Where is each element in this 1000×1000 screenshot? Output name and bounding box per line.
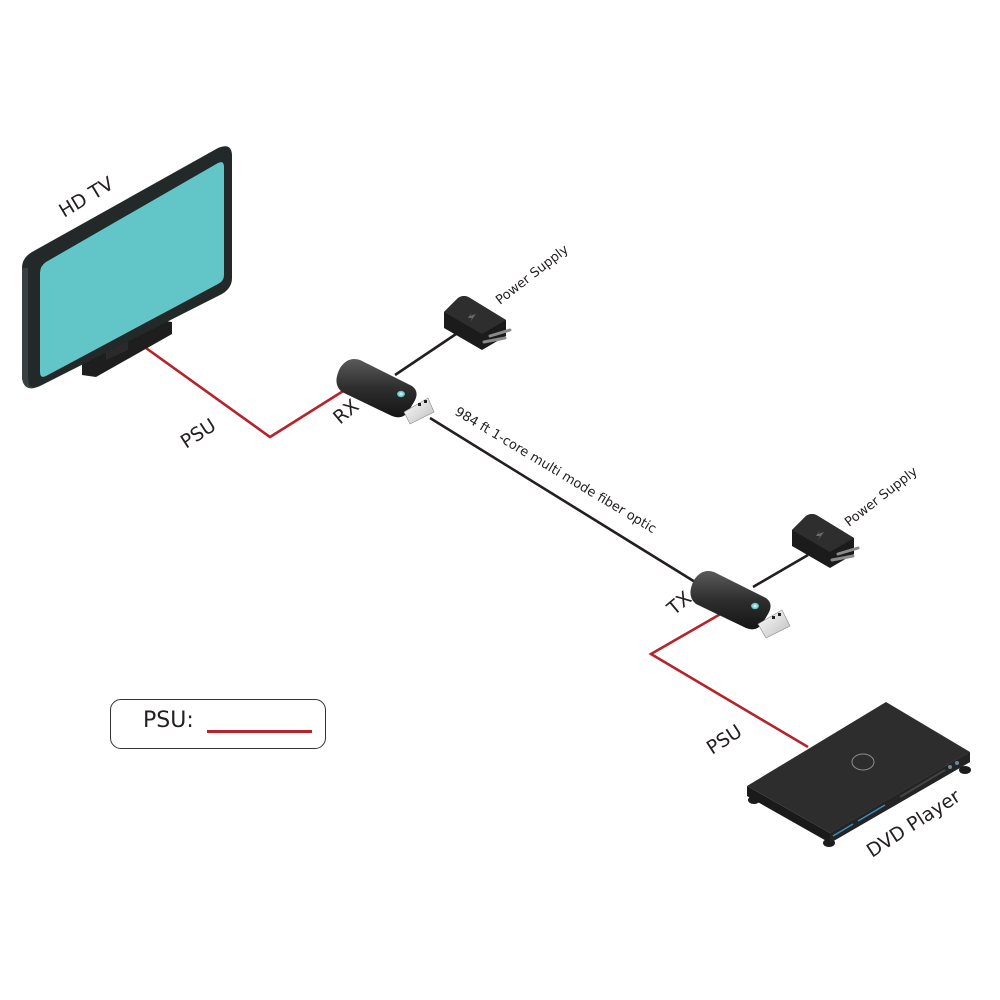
legend-psu-label: PSU: bbox=[143, 708, 194, 733]
rx-label: RX bbox=[329, 395, 363, 429]
rx-power-supply-label: Power Supply bbox=[493, 242, 572, 308]
legend: PSU: bbox=[110, 699, 326, 749]
legend-psu-line-swatch bbox=[207, 730, 312, 733]
tx-power-adapter-icon bbox=[792, 514, 860, 568]
rx-dongle-icon bbox=[336, 359, 435, 425]
tx-power-supply-label: Power Supply bbox=[842, 464, 921, 530]
psu-label-tv-rx: PSU bbox=[177, 414, 220, 453]
tx-dongle-icon bbox=[690, 571, 791, 639]
fiber-cable bbox=[429, 416, 701, 587]
psu-cable-tx-dvd bbox=[648, 610, 809, 749]
psu-cable-tv-rx bbox=[124, 331, 349, 439]
tv-icon bbox=[22, 146, 232, 389]
fiber-label: 984 ft 1-core multi mode fiber optic bbox=[452, 405, 659, 537]
rx-power-adapter-icon bbox=[444, 296, 512, 350]
power-cable-tx bbox=[752, 553, 809, 589]
psu-label-tx-dvd: PSU bbox=[703, 720, 746, 759]
dvd-player-icon bbox=[747, 702, 971, 847]
power-cable-rx bbox=[394, 328, 463, 377]
